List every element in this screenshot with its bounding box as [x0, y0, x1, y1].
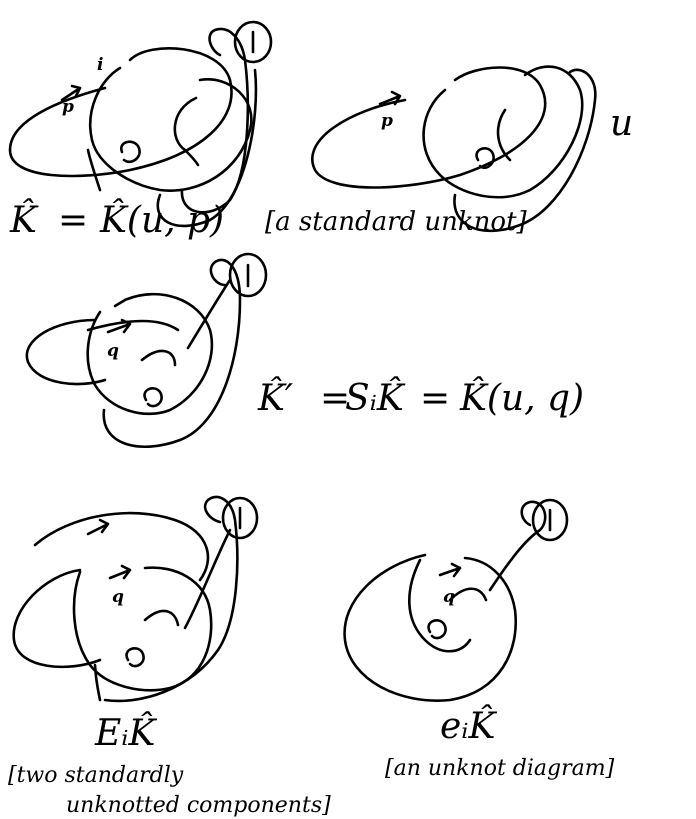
knot-strand [121, 142, 139, 162]
label-e-i-k-hat: EᵢK̂ [two standardly unknotted component… [8, 711, 331, 818]
knot-strand [490, 502, 545, 590]
eq1-lhs: K̂ [9, 198, 39, 241]
bottom-left-note-line2: unknotted components] [66, 793, 331, 818]
eq1-equals: = [58, 200, 88, 241]
knot-strand [95, 665, 100, 700]
knot-strand [345, 555, 516, 701]
point-q-label: q [112, 587, 124, 607]
point-q-label: q [443, 587, 455, 607]
knot-strand [312, 68, 545, 188]
orientation-arrow [110, 566, 130, 578]
knot-strand [105, 497, 237, 701]
bottom-right-label: eᵢK̂ [440, 704, 498, 747]
knot-strand [145, 388, 162, 406]
label-small-e-i-k-hat: eᵢK̂ [an unknot diagram] [385, 704, 615, 781]
unknot-u-label: u [610, 103, 633, 144]
orientation-arrow [88, 520, 108, 534]
knot-strand [88, 321, 178, 330]
knot-strand [450, 589, 486, 600]
knot-strand [35, 513, 208, 580]
knot-strand [14, 570, 100, 667]
point-p-label: p [381, 111, 393, 131]
knot-strand [127, 648, 144, 666]
knot-strand [429, 620, 446, 638]
eq2-lhs: K̂′ [257, 376, 293, 419]
equation-k-hat-prime: K̂′ = SᵢK̂ = K̂(u, q) [257, 376, 584, 419]
knot-strand [90, 68, 251, 191]
orientation-arrow [440, 564, 460, 576]
knot-diagram-k-hat-prime: q [27, 254, 266, 447]
eq1-rhs: K̂(u, p) [99, 198, 224, 241]
point-p-label: p [62, 97, 74, 117]
knot-strand [145, 611, 178, 625]
point-q-label: q [107, 341, 119, 361]
crossing-i-label: i [97, 55, 103, 75]
knot-diagram-e-i-k-hat: q [14, 497, 257, 701]
knot-strand [142, 351, 175, 365]
bottom-left-label: EᵢK̂ [94, 711, 158, 754]
eq2-rhs: K̂(u, q) [459, 376, 584, 419]
eq2-mid: SᵢK̂ [345, 376, 406, 419]
eq2-equals-2: = [420, 378, 450, 419]
bottom-left-note-line1: [two standardly [8, 763, 184, 788]
eq1-note: [a standard unknot] [265, 207, 528, 237]
knot-diagram-k-hat: p i [10, 22, 271, 226]
bottom-right-note: [an unknot diagram] [385, 756, 615, 781]
equation-k-hat: K̂ = K̂(u, p) [a standard unknot] [9, 198, 528, 241]
knot-diagram-small-e-i-k-hat: q [345, 500, 567, 701]
knot-strand [188, 280, 230, 348]
